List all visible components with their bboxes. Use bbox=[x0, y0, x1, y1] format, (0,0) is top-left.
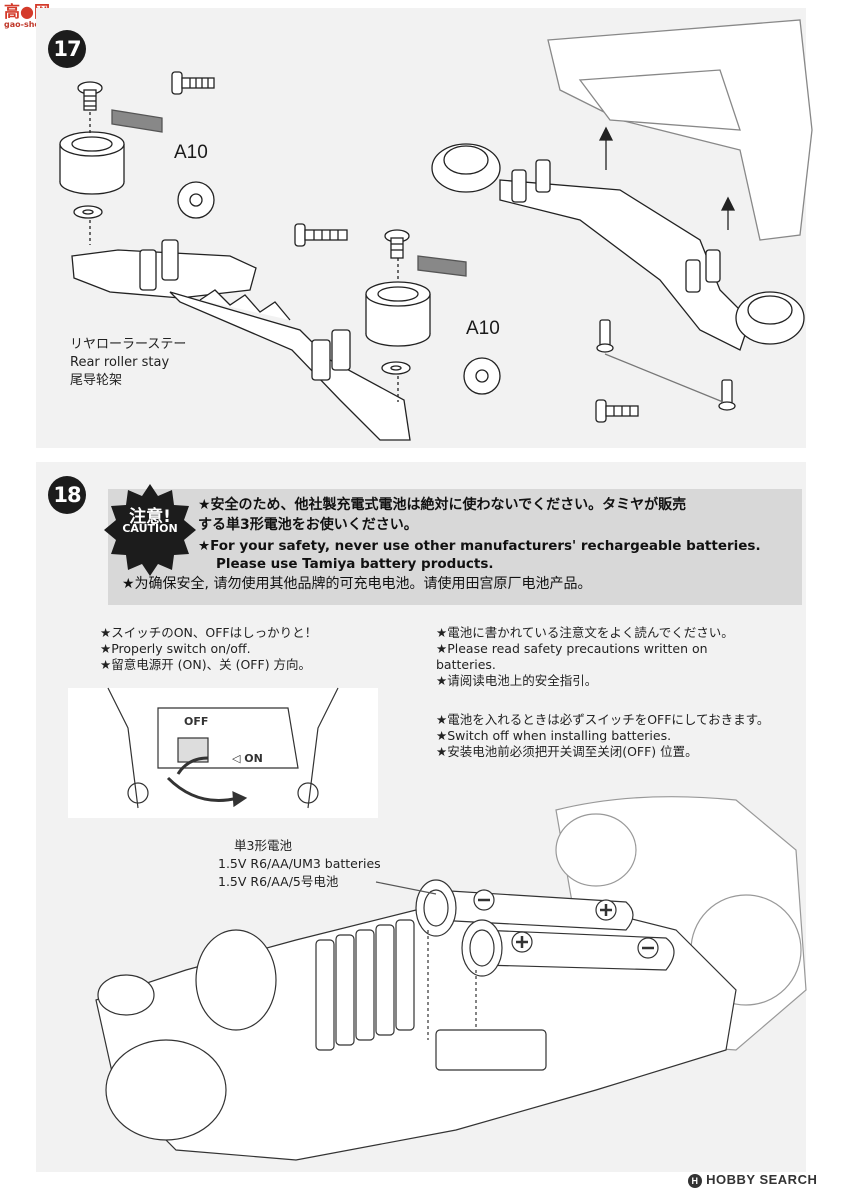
note-switch-cn: ★留意电源开 (ON)、关 (OFF) 方向。 bbox=[100, 657, 312, 672]
assembled-stay-drawing bbox=[431, 143, 805, 351]
note-switch-off-en: ★Switch off when installing batteries. bbox=[436, 728, 672, 743]
rear-roller-stay-drawing bbox=[71, 239, 411, 441]
screw-icon-2 bbox=[294, 223, 348, 247]
chassis-drawing bbox=[547, 19, 813, 241]
battery-label-cn: 1.5V R6/AA/5号电池 bbox=[218, 874, 339, 889]
switch-on-label: ◁ ON bbox=[232, 752, 263, 765]
part-label-a10: A10 bbox=[174, 142, 208, 163]
rear-roller-stay-label-cn: 尾导轮架 bbox=[70, 373, 123, 388]
rear-roller-stay-label-en: Rear roller stay bbox=[70, 355, 170, 370]
screw-icon bbox=[77, 81, 103, 111]
note-precaution-en: ★Please read safety precautions written … bbox=[436, 641, 708, 656]
switch-inset-drawing bbox=[68, 687, 378, 818]
note-precaution-jp: ★電池に書かれている注意文をよく読んでください。 bbox=[436, 625, 734, 640]
note-switch-off-jp: ★電池を入れるときは必ずスイッチをOFFにしておきます。 bbox=[436, 712, 770, 727]
caution-icon bbox=[104, 484, 196, 576]
screw-icon-3 bbox=[384, 229, 410, 259]
screw-side-icon-2 bbox=[595, 399, 639, 423]
caution-line-5: ★为确保安全, 请勿使用其他品牌的可充电电池。请使用田宫原厂电池产品。 bbox=[122, 576, 592, 592]
note-precaution-cn: ★请阅读电池上的安全指引。 bbox=[436, 673, 598, 688]
caution-line-2: する単3形電池をお使いください。 bbox=[198, 517, 418, 533]
step-18-badge: 18 bbox=[48, 476, 86, 514]
note-switch-off-cn: ★安装电池前必须把开关调至关闭(OFF) 位置。 bbox=[436, 744, 698, 759]
caution-box bbox=[108, 489, 802, 605]
car-battery-drawing bbox=[95, 796, 807, 1161]
caution-line-3: ★For your safety, never use other manufa… bbox=[198, 538, 761, 554]
caution-line-1: ★安全のため、他社製充電式電池は絶対に使わないでください。タミヤが販売 bbox=[198, 497, 687, 513]
screw-side-icon bbox=[171, 71, 215, 95]
note-switch-en: ★Properly switch on/off. bbox=[100, 641, 251, 656]
note-precaution-en-2: batteries. bbox=[436, 657, 496, 672]
roller-a10-icon bbox=[59, 131, 125, 195]
battery-label-jp: 単3形電池 bbox=[234, 838, 292, 853]
hobby-search-icon: H bbox=[688, 1173, 702, 1188]
note-switch-jp: ★スイッチのON、OFFはしっかりと！ bbox=[100, 625, 318, 640]
hobby-search-logo: H HOBBY SEARCH bbox=[688, 1172, 817, 1188]
switch-off-label: OFF bbox=[184, 715, 209, 728]
battery-label-en: 1.5V R6/AA/UM3 batteries bbox=[218, 856, 381, 871]
caution-badge-en: CAUTION bbox=[122, 522, 178, 535]
caution-line-4: Please use Tamiya battery products. bbox=[216, 556, 494, 572]
hobby-search-text: HOBBY SEARCH bbox=[706, 1172, 818, 1187]
battery-icon-2 bbox=[461, 919, 675, 977]
step-17-badge: 17 bbox=[48, 30, 86, 68]
roller-a10-icon-2 bbox=[365, 281, 431, 347]
watermark-sub: gao-shou.com bbox=[4, 20, 67, 29]
step-17-illustration bbox=[59, 19, 813, 441]
rear-roller-stay-label-jp: リヤローラーステー bbox=[70, 337, 187, 352]
caution-badge-jp: 注意! bbox=[129, 507, 171, 527]
part-label-a10-2: A10 bbox=[466, 318, 500, 339]
